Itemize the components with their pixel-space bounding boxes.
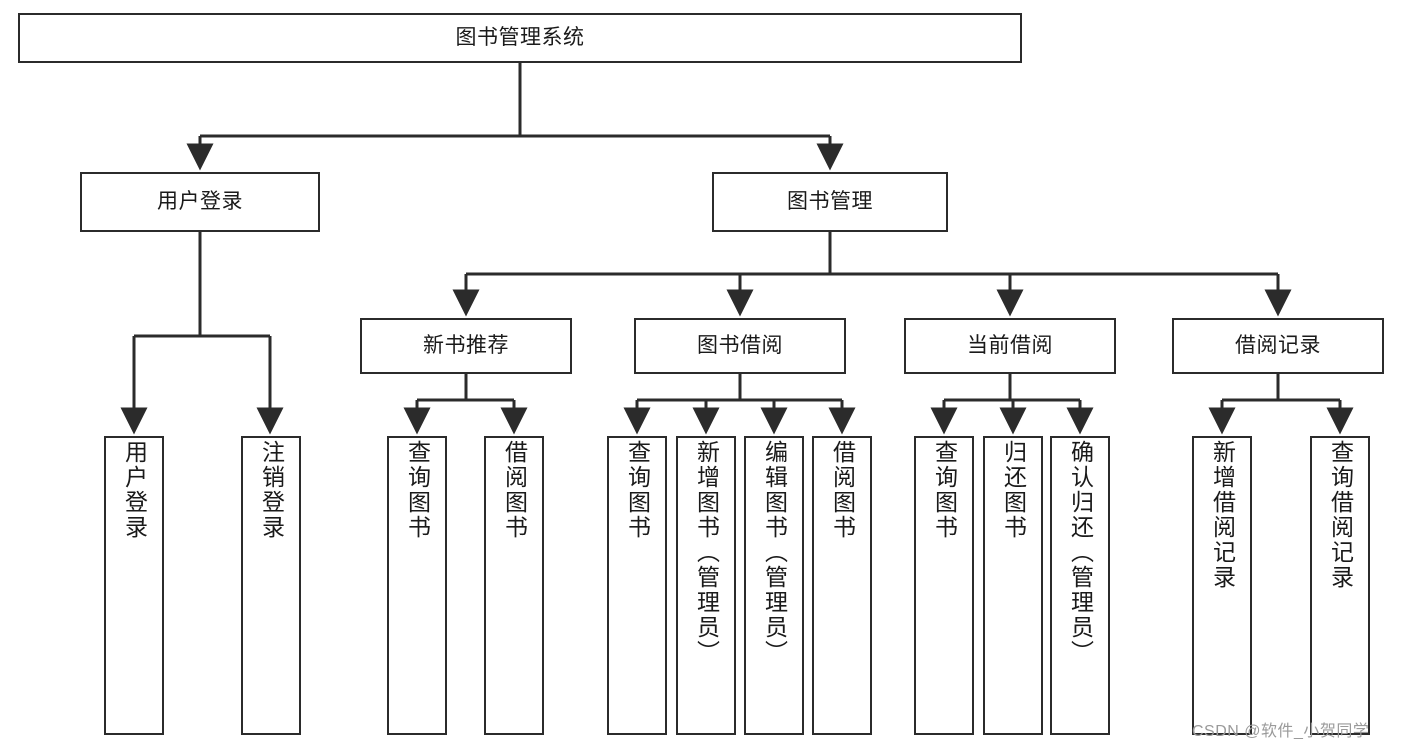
node-leaf-logout-login-label: 注销登录 <box>258 440 285 540</box>
watermark-text: CSDN @软件_小贺同学 <box>1192 723 1370 740</box>
node-root-label: 图书管理系统 <box>455 25 585 49</box>
node-leaf-borrow-book-2[interactable]: 借阅图书 <box>812 436 872 735</box>
node-leaf-query-book-1[interactable]: 查询图书 <box>387 436 447 735</box>
node-leaf-borrow-book-1[interactable]: 借阅图书 <box>484 436 544 735</box>
node-leaf-query-book-3[interactable]: 查询图书 <box>914 436 974 735</box>
node-leaf-add-book-admin-label: 新增图书（管理员） <box>693 440 720 665</box>
node-leaf-add-book-admin[interactable]: 新增图书（管理员） <box>676 436 736 735</box>
node-new-book-recommend[interactable]: 新书推荐 <box>360 318 572 374</box>
node-leaf-query-book-1-label: 查询图书 <box>404 440 431 540</box>
node-leaf-add-borrow-record-label: 新增借阅记录 <box>1209 440 1236 590</box>
node-root[interactable]: 图书管理系统 <box>18 13 1022 63</box>
node-leaf-query-book-2-label: 查询图书 <box>624 440 651 540</box>
node-leaf-query-book-3-label: 查询图书 <box>931 440 958 540</box>
node-book-borrow[interactable]: 图书借阅 <box>634 318 846 374</box>
node-leaf-user-login-label: 用户登录 <box>121 440 148 540</box>
node-book-borrow-label: 图书借阅 <box>697 333 783 357</box>
node-borrow-record[interactable]: 借阅记录 <box>1172 318 1384 374</box>
node-leaf-edit-book-admin[interactable]: 编辑图书（管理员） <box>744 436 804 735</box>
node-leaf-edit-book-admin-label: 编辑图书（管理员） <box>761 440 788 665</box>
node-leaf-confirm-return-admin-label: 确认归还（管理员） <box>1067 440 1094 665</box>
node-borrow-record-label: 借阅记录 <box>1235 333 1321 357</box>
node-current-borrow-label: 当前借阅 <box>967 333 1053 357</box>
node-leaf-return-book[interactable]: 归还图书 <box>983 436 1043 735</box>
node-leaf-borrow-book-1-label: 借阅图书 <box>501 440 528 540</box>
node-leaf-query-book-2[interactable]: 查询图书 <box>607 436 667 735</box>
node-current-borrow[interactable]: 当前借阅 <box>904 318 1116 374</box>
node-user-login-label: 用户登录 <box>157 189 243 213</box>
node-leaf-query-borrow-record[interactable]: 查询借阅记录 <box>1310 436 1370 735</box>
node-leaf-user-login[interactable]: 用户登录 <box>104 436 164 735</box>
node-leaf-confirm-return-admin[interactable]: 确认归还（管理员） <box>1050 436 1110 735</box>
node-book-management-label: 图书管理 <box>787 189 873 213</box>
node-leaf-borrow-book-2-label: 借阅图书 <box>829 440 856 540</box>
node-new-book-recommend-label: 新书推荐 <box>423 333 509 357</box>
node-leaf-query-borrow-record-label: 查询借阅记录 <box>1327 440 1354 590</box>
node-user-login[interactable]: 用户登录 <box>80 172 320 232</box>
node-leaf-logout-login[interactable]: 注销登录 <box>241 436 301 735</box>
node-book-management[interactable]: 图书管理 <box>712 172 948 232</box>
node-leaf-add-borrow-record[interactable]: 新增借阅记录 <box>1192 436 1252 735</box>
node-leaf-return-book-label: 归还图书 <box>1000 440 1027 540</box>
